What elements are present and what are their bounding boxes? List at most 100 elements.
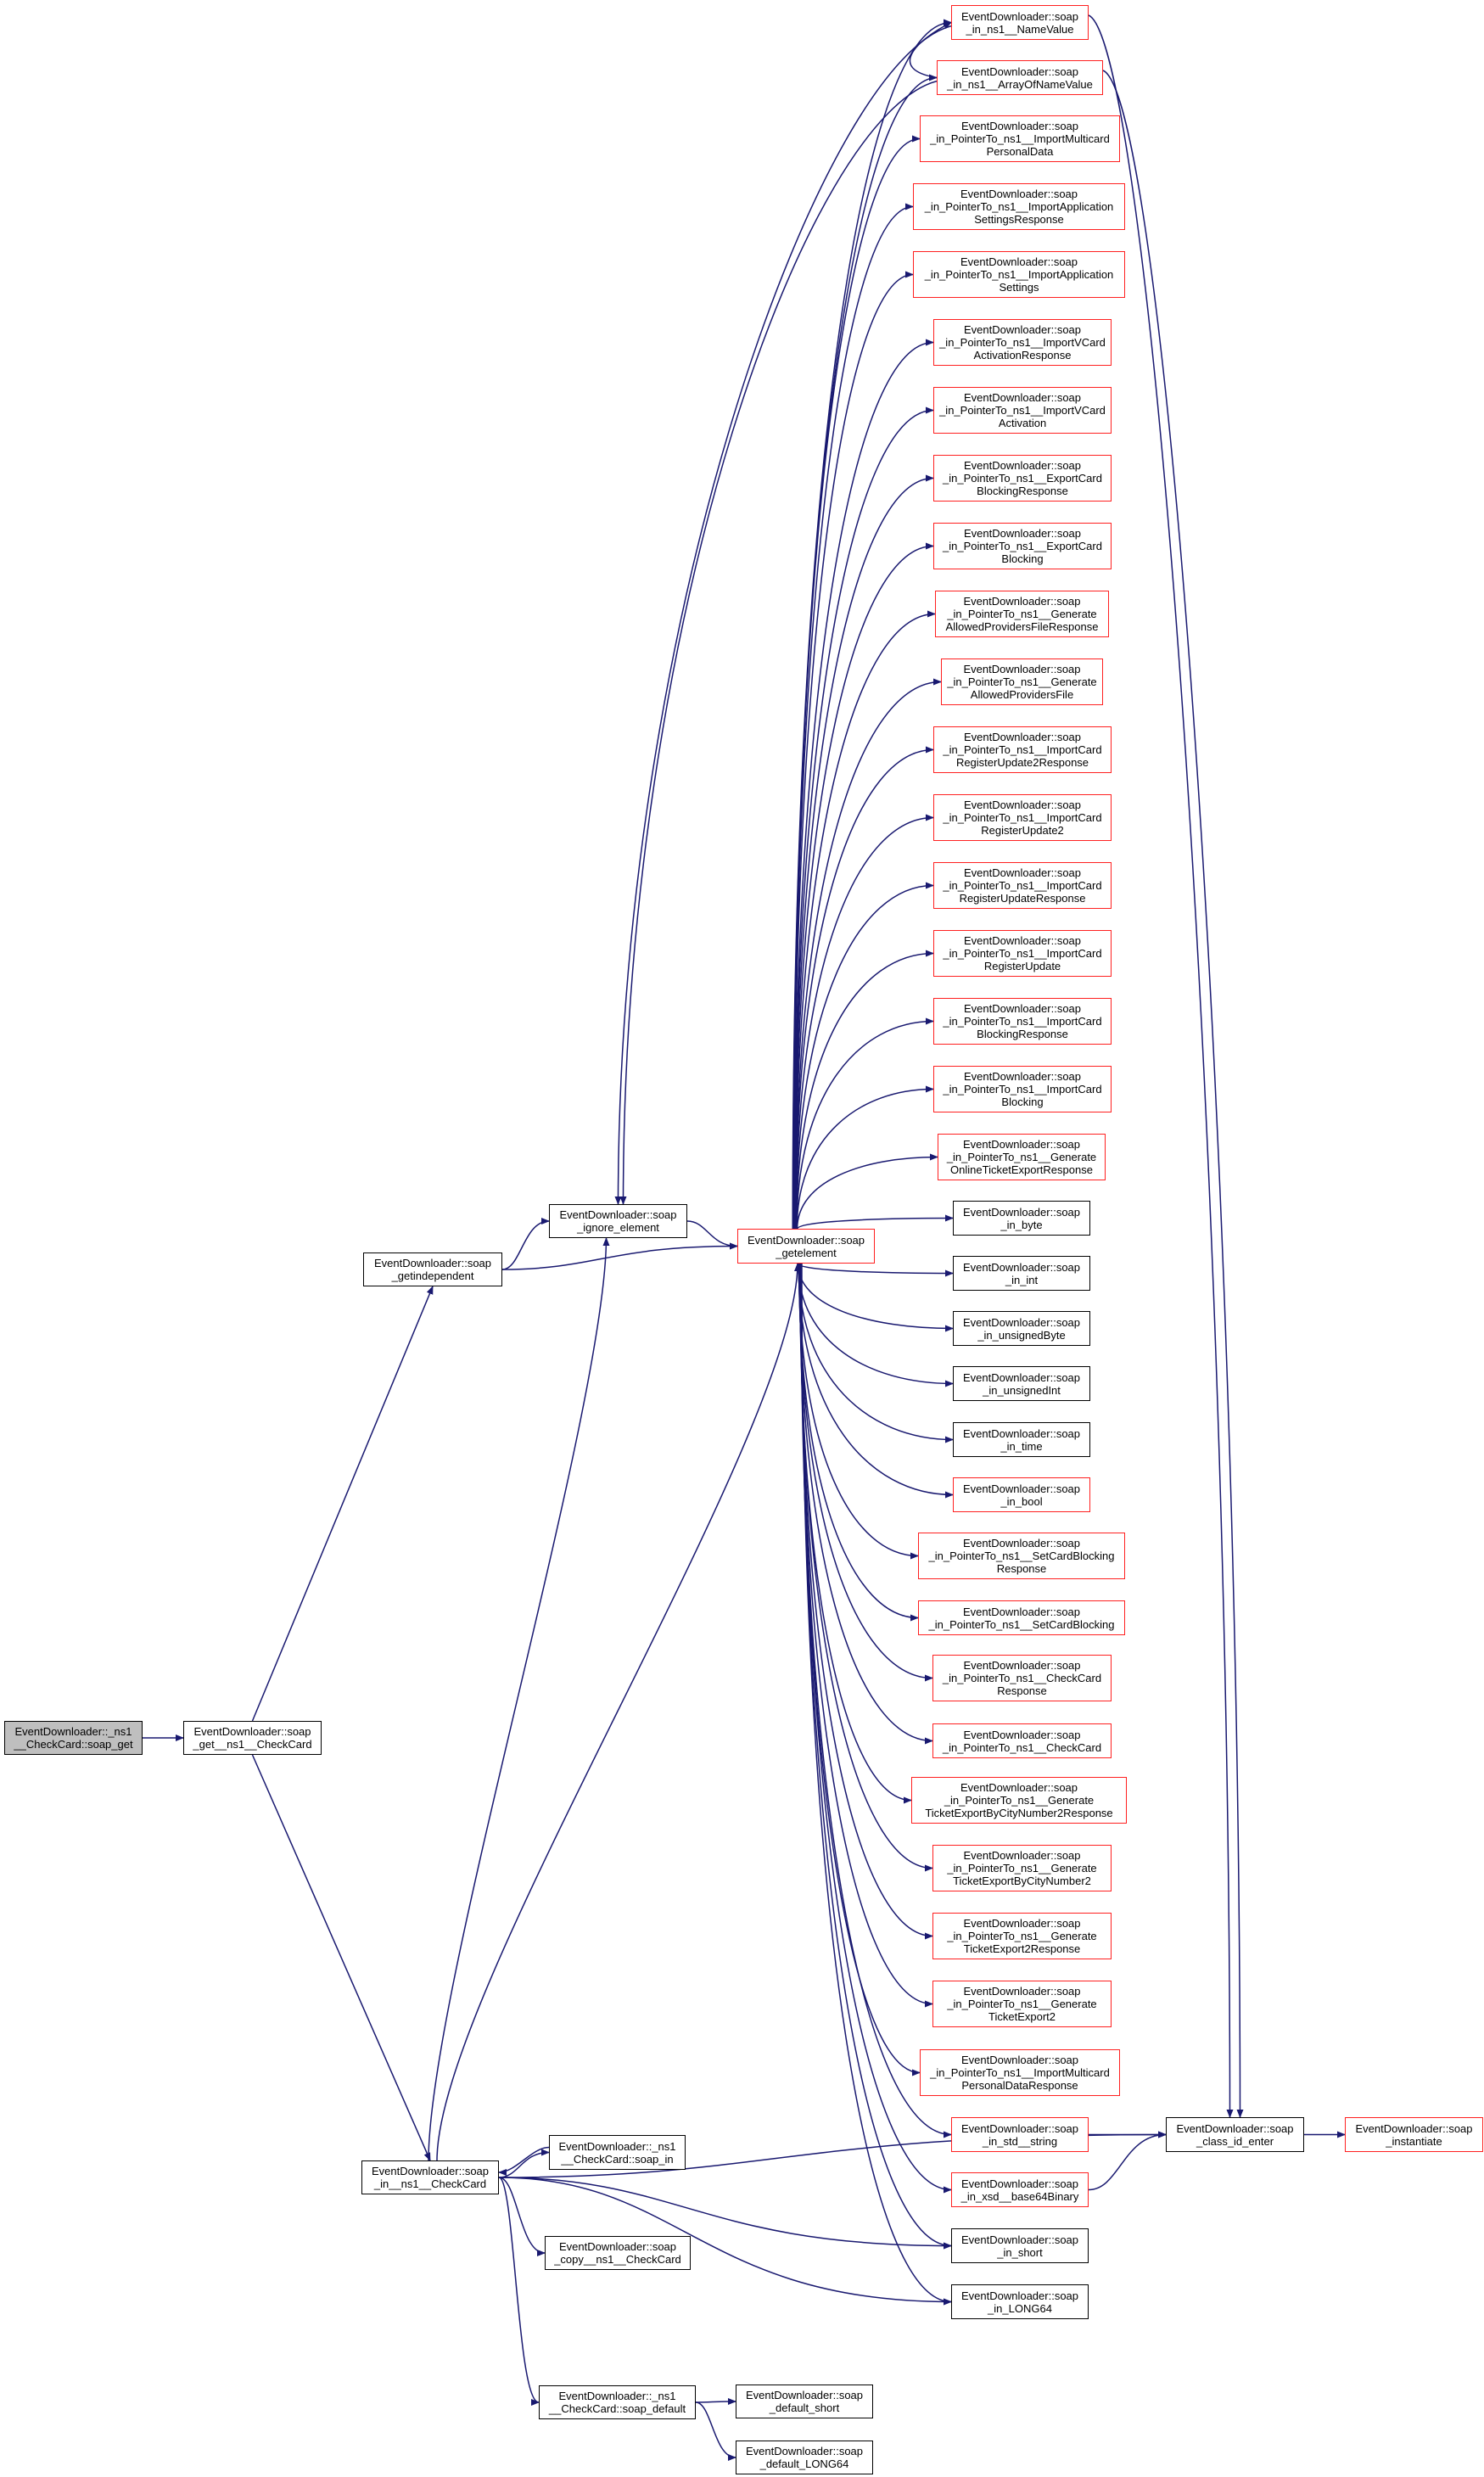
node-label-line: _in_PointerTo_ns1__ExportCard: [943, 472, 1102, 485]
node-label-line: EventDownloader::soap: [960, 2177, 1079, 2190]
node-label-line: EventDownloader::soap: [962, 1315, 1081, 1329]
call-edge-inCC-to-r36: [498, 2177, 952, 2250]
node-label-line: SettingsResponse: [974, 213, 1064, 226]
graph-node-r2[interactable]: EventDownloader::soap_in_ns1__ArrayOfNam…: [937, 60, 1103, 95]
graph-node-copy[interactable]: EventDownloader::soap_copy__ns1__CheckCa…: [545, 2236, 691, 2270]
graph-node-r31[interactable]: EventDownloader::soap_in_PointerTo_ns1__…: [932, 1913, 1112, 1959]
graph-node-r32[interactable]: EventDownloader::soap_in_PointerTo_ns1__…: [932, 1981, 1112, 2027]
graph-node-r20[interactable]: EventDownloader::soap_in_int: [953, 1256, 1090, 1291]
graph-node-ccsoapin[interactable]: EventDownloader::_ns1__CheckCard::soap_i…: [549, 2135, 686, 2170]
graph-node-r1[interactable]: EventDownloader::soap_in_ns1__NameValue: [951, 5, 1089, 40]
node-label-line: _in_ns1__ArrayOfNameValue: [947, 77, 1093, 91]
call-edge-inCC-to-copy: [498, 2177, 546, 2256]
graph-node-getel[interactable]: EventDownloader::soap_getelement: [737, 1229, 875, 1264]
node-label-line: _in_unsignedByte: [977, 1328, 1066, 1342]
call-edge-sdefault-to-dlong: [695, 2401, 736, 2461]
graph-node-dshort[interactable]: EventDownloader::soap_default_short: [736, 2385, 873, 2418]
graph-node-r28[interactable]: EventDownloader::soap_in_PointerTo_ns1__…: [932, 1723, 1112, 1758]
graph-node-r13[interactable]: EventDownloader::soap_in_PointerTo_ns1__…: [933, 794, 1112, 841]
graph-node-getind[interactable]: EventDownloader::soap_getindependent: [363, 1253, 502, 1286]
graph-node-r11[interactable]: EventDownloader::soap_in_PointerTo_ns1__…: [941, 658, 1103, 705]
call-edge-getCC-to-getind: [251, 1286, 434, 1722]
call-edge-r2-to-r1: [909, 21, 952, 79]
node-label-line: _in_PointerTo_ns1__Generate: [947, 1862, 1097, 1875]
node-label-line: Activation: [998, 417, 1047, 429]
graph-node-r17[interactable]: EventDownloader::soap_in_PointerTo_ns1__…: [933, 1066, 1112, 1112]
graph-node-inst[interactable]: EventDownloader::soap_instantiate: [1345, 2117, 1483, 2152]
call-edge-getel-to-r8: [793, 474, 934, 1230]
graph-node-r16[interactable]: EventDownloader::soap_in_PointerTo_ns1__…: [933, 998, 1112, 1045]
graph-node-r25[interactable]: EventDownloader::soap_in_PointerTo_ns1__…: [918, 1533, 1125, 1579]
graph-node-r37[interactable]: EventDownloader::soap_in_LONG64: [951, 2284, 1089, 2319]
graph-node-r7[interactable]: EventDownloader::soap_in_PointerTo_ns1__…: [933, 387, 1112, 434]
graph-node-r34[interactable]: EventDownloader::soap_in_std__string: [951, 2117, 1089, 2152]
graph-node-r21[interactable]: EventDownloader::soap_in_unsignedByte: [953, 1311, 1090, 1346]
graph-node-r27[interactable]: EventDownloader::soap_in_PointerTo_ns1__…: [932, 1655, 1112, 1701]
node-label-line: _in_short: [997, 2245, 1043, 2259]
node-label-line: _in_PointerTo_ns1__Generate: [947, 1998, 1097, 2010]
call-edge-getel-to-r14: [795, 882, 934, 1230]
call-edge-getel-to-r27: [798, 1263, 933, 1682]
node-label-line: EventDownloader::soap: [960, 255, 1078, 268]
graph-node-r30[interactable]: EventDownloader::soap_in_PointerTo_ns1__…: [932, 1845, 1112, 1891]
call-edge-getel-to-r19: [797, 1214, 954, 1230]
graph-node-r3[interactable]: EventDownloader::soap_in_PointerTo_ns1__…: [920, 115, 1120, 162]
graph-node-r5[interactable]: EventDownloader::soap_in_PointerTo_ns1__…: [913, 251, 1125, 298]
node-label-line: EventDownloader::soap: [963, 1002, 1082, 1015]
graph-node-r22[interactable]: EventDownloader::soap_in_unsignedInt: [953, 1366, 1090, 1401]
graph-node-root[interactable]: EventDownloader::_ns1__CheckCard::soap_g…: [4, 1721, 143, 1755]
node-label-line: EventDownloader::soap: [963, 595, 1081, 608]
call-edge-getind-to-getel: [501, 1242, 738, 1270]
node-label-line: RegisterUpdate2: [981, 824, 1064, 837]
node-label-line: EventDownloader::soap: [1355, 2121, 1473, 2135]
graph-node-dlong[interactable]: EventDownloader::soap_default_LONG64: [736, 2441, 873, 2474]
graph-node-r19[interactable]: EventDownloader::soap_in_byte: [953, 1201, 1090, 1236]
node-label-line: _in_PointerTo_ns1__CheckCard: [942, 1672, 1102, 1684]
call-edge-inCC-to-r37: [498, 2177, 952, 2306]
node-label-line: AllowedProvidersFileResponse: [945, 620, 1099, 633]
graph-node-r8[interactable]: EventDownloader::soap_in_PointerTo_ns1__…: [933, 455, 1112, 502]
graph-node-r33[interactable]: EventDownloader::soap_in_PointerTo_ns1__…: [920, 2049, 1120, 2096]
node-label-line: EventDownloader::soap: [963, 866, 1082, 879]
graph-node-r15[interactable]: EventDownloader::soap_in_PointerTo_ns1__…: [933, 930, 1112, 977]
node-label-line: EventDownloader::soap: [962, 1370, 1081, 1384]
node-label-line: __CheckCard::soap_default: [548, 2402, 686, 2415]
graph-node-getCC[interactable]: EventDownloader::soap_get__ns1__CheckCar…: [183, 1721, 322, 1755]
node-label-line: EventDownloader::soap: [960, 2289, 1079, 2302]
call-edge-getel-to-r5: [792, 271, 914, 1230]
graph-node-r29[interactable]: EventDownloader::soap_in_PointerTo_ns1__…: [911, 1777, 1127, 1824]
node-label-line: EventDownloader::soap: [960, 1781, 1078, 1794]
graph-node-r18[interactable]: EventDownloader::soap_in_PointerTo_ns1__…: [938, 1134, 1106, 1180]
node-label-line: Blocking: [1001, 1096, 1044, 1108]
graph-node-sdefault[interactable]: EventDownloader::_ns1__CheckCard::soap_d…: [539, 2385, 696, 2419]
node-label-line: EventDownloader::_ns1: [558, 2139, 676, 2153]
graph-node-r35[interactable]: EventDownloader::soap_in_xsd__base64Bina…: [951, 2172, 1089, 2207]
node-label-line: EventDownloader::soap: [963, 391, 1082, 404]
graph-node-r26[interactable]: EventDownloader::soap_in_PointerTo_ns1__…: [918, 1600, 1125, 1635]
node-label-line: _in_PointerTo_ns1__Generate: [944, 1794, 1095, 1807]
call-edge-r2-to-classid: [1102, 70, 1244, 2118]
call-edge-ignore-to-getel: [686, 1220, 738, 1250]
graph-node-classid[interactable]: EventDownloader::soap_class_id_enter: [1166, 2117, 1304, 2152]
node-label-line: TicketExport2Response: [963, 1942, 1081, 1955]
call-edge-getel-to-r16: [796, 1017, 934, 1230]
graph-node-r36[interactable]: EventDownloader::soap_in_short: [951, 2228, 1089, 2263]
graph-node-r24[interactable]: EventDownloader::soap_in_bool: [953, 1477, 1090, 1512]
graph-node-r10[interactable]: EventDownloader::soap_in_PointerTo_ns1__…: [935, 591, 1109, 637]
node-label-line: _in_PointerTo_ns1__ImportCard: [943, 1083, 1102, 1096]
graph-node-r6[interactable]: EventDownloader::soap_in_PointerTo_ns1__…: [933, 319, 1112, 366]
node-label-line: EventDownloader::soap: [963, 1070, 1082, 1083]
graph-node-r4[interactable]: EventDownloader::soap_in_PointerTo_ns1__…: [913, 183, 1125, 230]
call-edge-getel-to-r6: [792, 339, 934, 1230]
graph-node-r23[interactable]: EventDownloader::soap_in_time: [953, 1422, 1090, 1457]
node-label-line: __CheckCard::soap_get: [14, 1738, 133, 1751]
graph-node-inCC[interactable]: EventDownloader::soap_in__ns1__CheckCard: [361, 2160, 499, 2194]
node-label-line: EventDownloader::soap: [745, 2445, 864, 2457]
call-edge-inCC-to-ignore: [428, 1237, 610, 2161]
node-label-line: _getindependent: [391, 1269, 474, 1282]
graph-node-ignore[interactable]: EventDownloader::soap_ignore_element: [549, 1204, 687, 1238]
graph-node-r9[interactable]: EventDownloader::soap_in_PointerTo_ns1__…: [933, 523, 1112, 569]
graph-node-r12[interactable]: EventDownloader::soap_in_PointerTo_ns1__…: [933, 726, 1112, 773]
node-label-line: EventDownloader::soap: [963, 934, 1082, 947]
graph-node-r14[interactable]: EventDownloader::soap_in_PointerTo_ns1__…: [933, 862, 1112, 909]
